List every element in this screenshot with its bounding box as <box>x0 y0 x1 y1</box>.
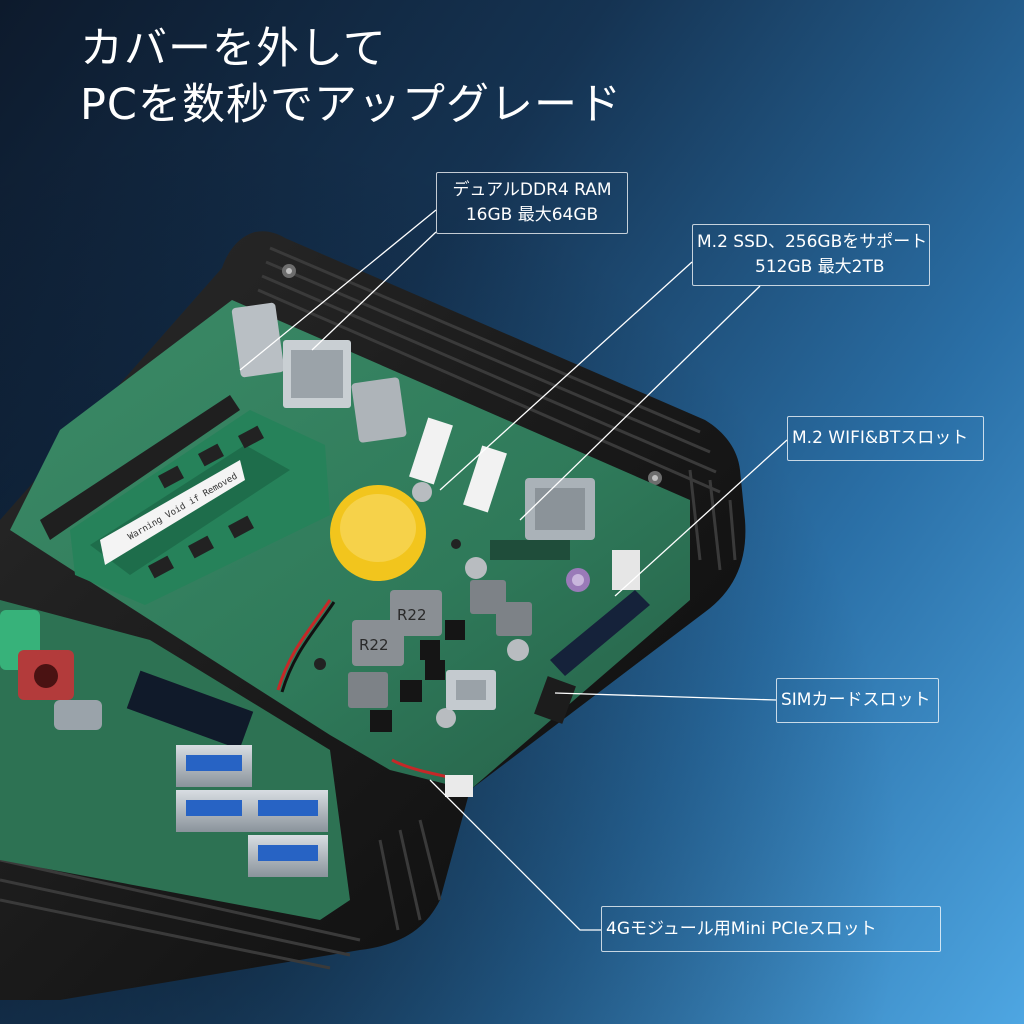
callout-ram-line-2: 16GB 最大64GB <box>465 205 599 225</box>
mini-pcie-connector <box>391 758 473 797</box>
callout-sim: SIMカードスロット <box>776 678 939 723</box>
callout-ram-line-1: デュアルDDR4 RAM <box>452 180 612 200</box>
callout-leader-lines <box>239 209 788 931</box>
headline-line-2: PCを数秒でアップグレード <box>80 80 622 130</box>
smd-chips <box>370 540 570 732</box>
callout-pcie-line-1: 4Gモジュール用Mini PCIeスロット <box>606 919 877 939</box>
front-io-ports <box>0 610 254 750</box>
callout-sim-line-1: SIMカードスロット <box>781 690 931 710</box>
callout-wifi-bt: M.2 WIFI&BTスロット <box>787 416 984 461</box>
inductor-label-1: R22 <box>397 606 427 624</box>
headline-line-1: カバーを外して <box>80 24 387 74</box>
callout-ssd: M.2 SSD、256GBをサポート 512GB 最大2TB <box>692 224 930 286</box>
standoffs <box>231 302 407 443</box>
wifi-bt-slot <box>550 550 650 676</box>
usb-ports <box>176 745 328 877</box>
chassis-fins <box>0 246 737 970</box>
capacitors <box>314 482 590 728</box>
callout-ram: デュアルDDR4 RAM 16GB 最大64GB <box>436 172 628 234</box>
inductor-label-2: R22 <box>359 636 389 654</box>
callout-ssd-line-2: 512GB 最大2TB <box>755 257 885 277</box>
inductors: R22 R22 <box>348 580 532 708</box>
cmos-battery <box>276 485 426 693</box>
ram-module: Warning Void if Removed <box>40 395 330 605</box>
sim-slot <box>446 670 576 724</box>
callout-wifi-line-1: M.2 WIFI&BTスロット <box>792 428 969 448</box>
callout-mini-pcie: 4Gモジュール用Mini PCIeスロット <box>601 906 941 952</box>
callout-ssd-line-1: M.2 SSD、256GBをサポート <box>697 232 928 252</box>
m2-ssd-slots <box>409 417 595 540</box>
